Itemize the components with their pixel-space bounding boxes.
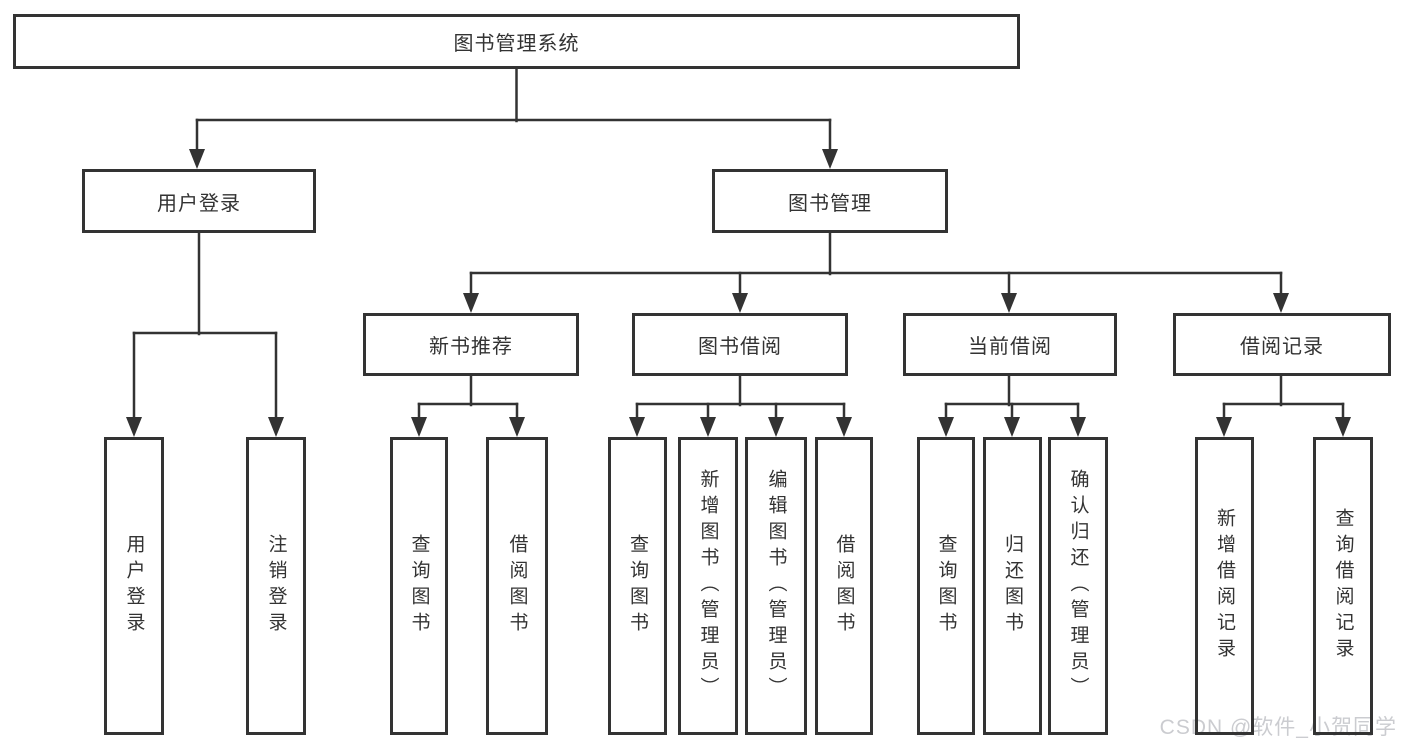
leaf-edit-books-admin: 编辑图书（管理员） [745, 437, 807, 735]
node-user-login: 用户登录 [82, 169, 316, 233]
leaf-query-books-borrowing: 查询图书 [608, 437, 667, 735]
node-book-borrowing: 图书借阅 [632, 313, 848, 376]
node-borrowing-records: 借阅记录 [1173, 313, 1391, 376]
leaf-query-books-current: 查询图书 [917, 437, 975, 735]
leaf-borrow-books-recommend: 借阅图书 [486, 437, 548, 735]
node-book-management: 图书管理 [712, 169, 948, 233]
node-new-book-recommend: 新书推荐 [363, 313, 579, 376]
node-library-system: 图书管理系统 [13, 14, 1020, 69]
leaf-logout: 注销登录 [246, 437, 306, 735]
leaf-query-borrow-record: 查询借阅记录 [1313, 437, 1373, 735]
node-current-borrowing: 当前借阅 [903, 313, 1117, 376]
leaf-add-borrow-record: 新增借阅记录 [1195, 437, 1254, 735]
leaf-return-books: 归还图书 [983, 437, 1042, 735]
leaf-borrow-books-borrowing: 借阅图书 [815, 437, 873, 735]
leaf-user-login: 用户登录 [104, 437, 164, 735]
leaf-query-books-recommend: 查询图书 [390, 437, 448, 735]
leaf-confirm-return-admin: 确认归还（管理员） [1048, 437, 1108, 735]
leaf-add-books-admin: 新增图书（管理员） [678, 437, 738, 735]
